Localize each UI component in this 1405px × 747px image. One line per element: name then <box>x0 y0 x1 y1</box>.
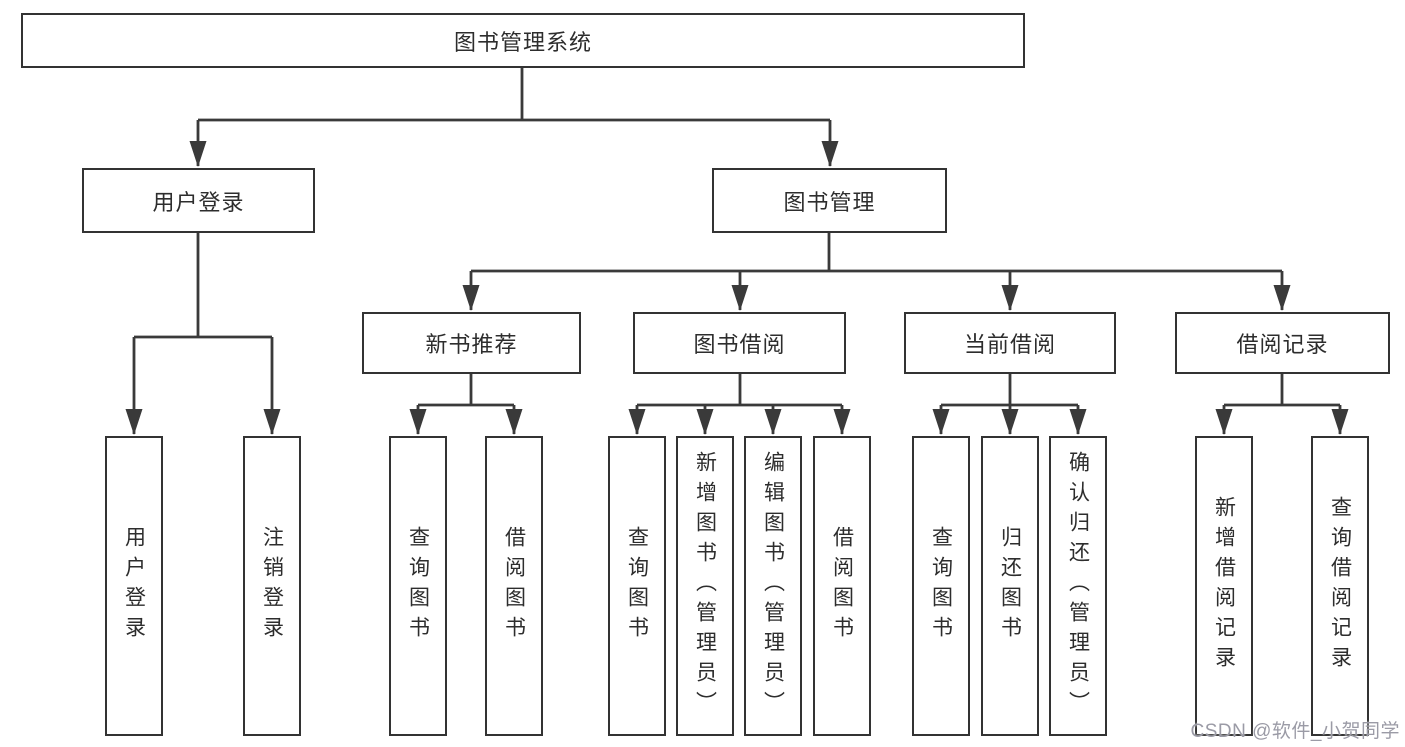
node-leaf-bb-query-books: 查询图书 <box>608 436 666 736</box>
node-leaf-bb-borrow-books: 借阅图书 <box>813 436 871 736</box>
node-leaf-bb-borrow-books-label: 借阅图书 <box>830 526 854 646</box>
node-leaf-bb-edit-books-admin-label: 编辑图书（管理员） <box>761 451 785 721</box>
node-leaf-cb-query-books: 查询图书 <box>912 436 970 736</box>
node-book-borrow: 图书借阅 <box>633 312 846 374</box>
node-leaf-cb-confirm-return-admin: 确认归还（管理员） <box>1049 436 1107 736</box>
node-root-library-system: 图书管理系统 <box>21 13 1025 68</box>
node-leaf-cb-return-books: 归还图书 <box>981 436 1039 736</box>
node-leaf-nb-borrow-books-label: 借阅图书 <box>502 526 526 646</box>
node-leaf-br-query-record: 查询借阅记录 <box>1311 436 1369 736</box>
node-leaf-bb-add-books-admin: 新增图书（管理员） <box>676 436 734 736</box>
node-leaf-bb-edit-books-admin: 编辑图书（管理员） <box>744 436 802 736</box>
node-leaf-br-add-record-label: 新增借阅记录 <box>1212 496 1236 676</box>
node-leaf-cb-confirm-return-admin-label: 确认归还（管理员） <box>1066 451 1090 721</box>
node-leaf-nb-query-books: 查询图书 <box>389 436 447 736</box>
node-leaf-user-login-label: 用户登录 <box>122 526 146 646</box>
node-leaf-logout-label: 注销登录 <box>260 526 284 646</box>
node-leaf-bb-add-books-admin-label: 新增图书（管理员） <box>693 451 717 721</box>
node-leaf-logout: 注销登录 <box>243 436 301 736</box>
csdn-watermark: CSDN @软件_小贺同学 <box>1190 721 1400 742</box>
node-new-book-recommend: 新书推荐 <box>362 312 581 374</box>
node-user-login: 用户登录 <box>82 168 315 233</box>
node-leaf-br-query-record-label: 查询借阅记录 <box>1328 496 1352 676</box>
node-leaf-cb-return-books-label: 归还图书 <box>998 526 1022 646</box>
node-current-borrow: 当前借阅 <box>904 312 1116 374</box>
node-leaf-nb-borrow-books: 借阅图书 <box>485 436 543 736</box>
node-book-management: 图书管理 <box>712 168 947 233</box>
node-leaf-br-add-record: 新增借阅记录 <box>1195 436 1253 736</box>
node-leaf-cb-query-books-label: 查询图书 <box>929 526 953 646</box>
connector-lines <box>134 68 1340 407</box>
node-leaf-user-login: 用户登录 <box>105 436 163 736</box>
node-borrow-records: 借阅记录 <box>1175 312 1390 374</box>
connector-arrows <box>125 120 1349 435</box>
node-leaf-nb-query-books-label: 查询图书 <box>406 526 430 646</box>
node-leaf-bb-query-books-label: 查询图书 <box>625 526 649 646</box>
